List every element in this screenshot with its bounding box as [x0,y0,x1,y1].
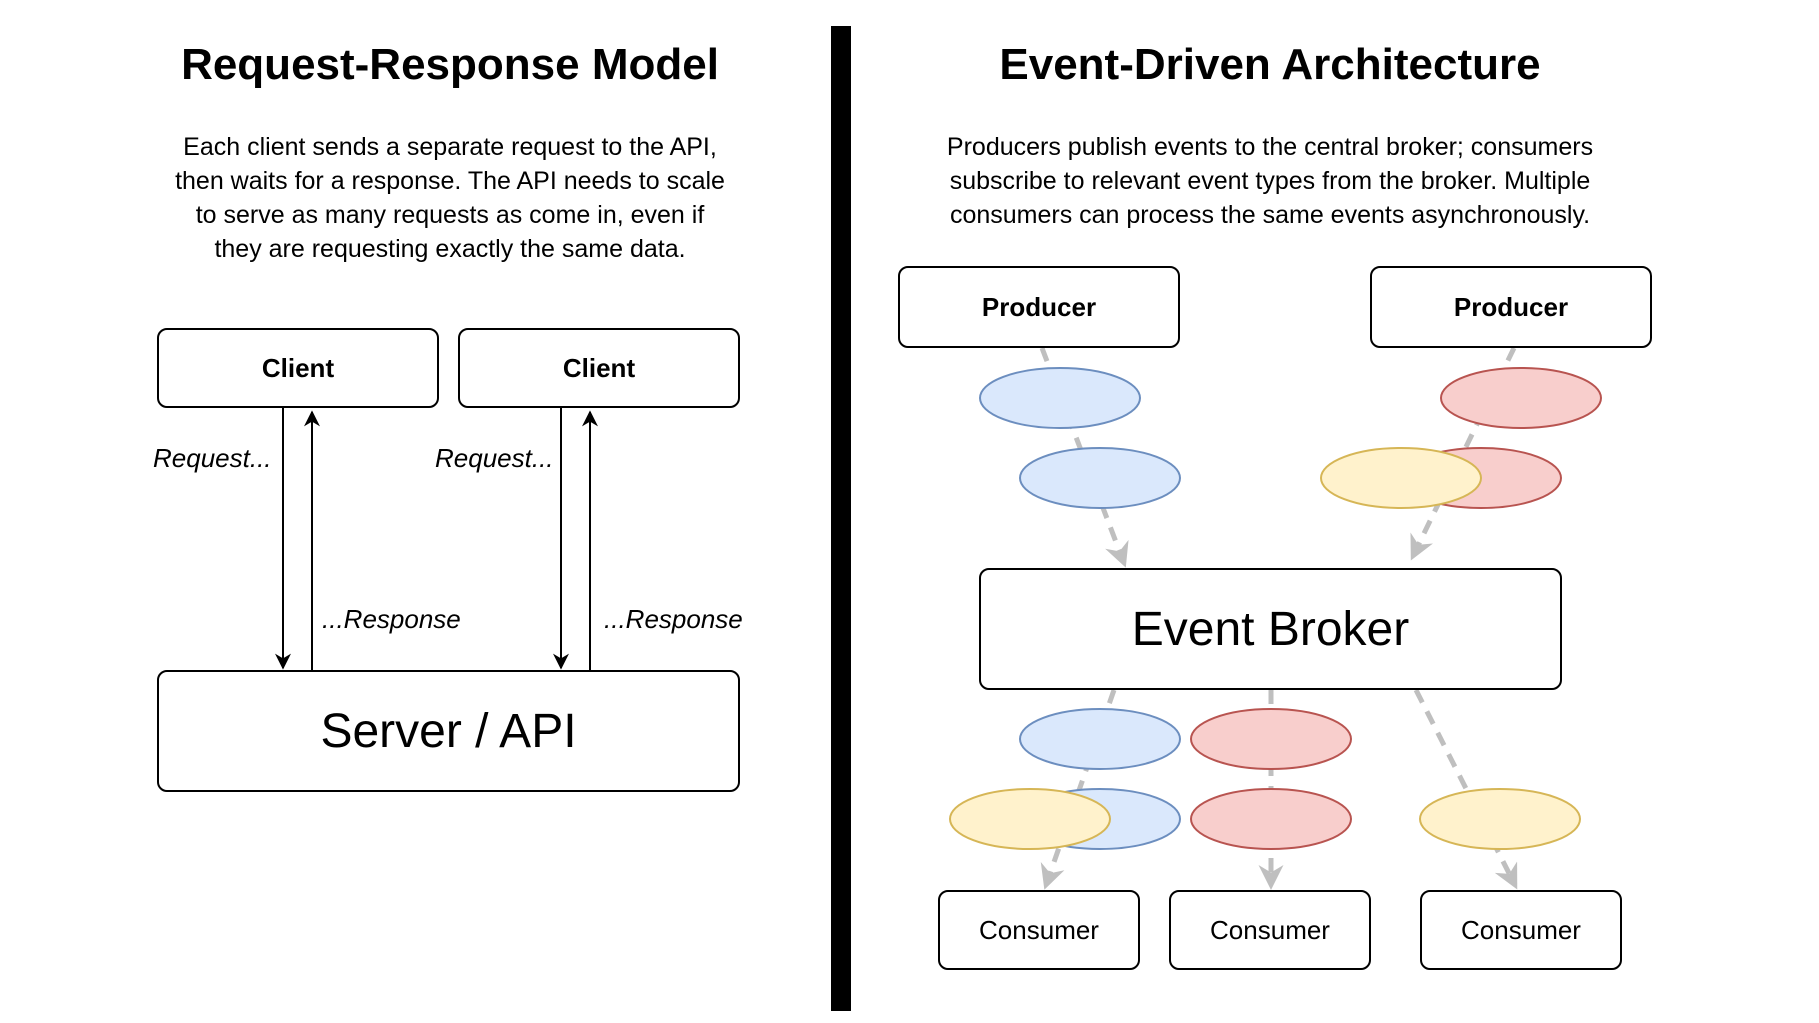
consumer-label: Consumer [1210,914,1330,945]
consumer-box-1: Consumer [938,890,1140,970]
description-line: to serve as many requests as come in, ev… [195,201,705,229]
description-line: they are requesting exactly the same dat… [214,235,686,263]
event-red [1190,788,1352,850]
description-line: consumers can process the same events as… [949,201,1591,229]
client-box-1: Client [157,328,439,408]
event-blue [1019,447,1181,509]
event-broker-box: Event Broker [979,568,1562,690]
panel-divider [831,26,851,1011]
consumer-label: Consumer [1461,914,1581,945]
event-broker-label: Event Broker [1131,602,1410,656]
event-blue [979,367,1141,429]
request-response-title: Request-Response Model [181,40,719,89]
description-line: subscribe to relevant event types from t… [949,167,1591,195]
event-red [1190,708,1352,770]
producer2-to-broker-arrow [1410,346,1517,561]
event-driven-title: Event-Driven Architecture [999,40,1541,89]
server-api-label: Server / API [320,704,577,758]
producer-label: Producer [981,291,1097,322]
description-line: Producers publish events to the central … [946,133,1594,161]
response-label-2: ...Response [604,604,743,634]
client-box-2: Client [458,328,740,408]
event-yellow [949,788,1111,850]
request-label-1: Request... [153,443,272,473]
event-blue [1019,708,1181,770]
consumer-box-2: Consumer [1169,890,1371,970]
consumer-label: Consumer [979,914,1099,945]
event-yellow [1419,788,1581,850]
consumer-box-3: Consumer [1420,890,1622,970]
event-red [1440,367,1602,429]
server-api-box: Server / API [157,670,740,792]
producer-label: Producer [1453,291,1569,322]
broker-to-consumer3-arrow [1413,688,1518,890]
producer-box-2: Producer [1370,266,1652,348]
producer-box-1: Producer [898,266,1180,348]
client-label: Client [562,352,636,383]
client-label: Client [261,352,335,383]
event-driven-description: Producers publish events to the central … [870,130,1670,232]
description-line: Each client sends a separate request to … [183,133,717,161]
request-response-description: Each client sends a separate request to … [90,130,810,266]
request-label-2: Request... [435,443,554,473]
description-line: then waits for a response. The API needs… [175,167,725,195]
event-yellow [1320,447,1482,509]
response-label-1: ...Response [322,604,461,634]
